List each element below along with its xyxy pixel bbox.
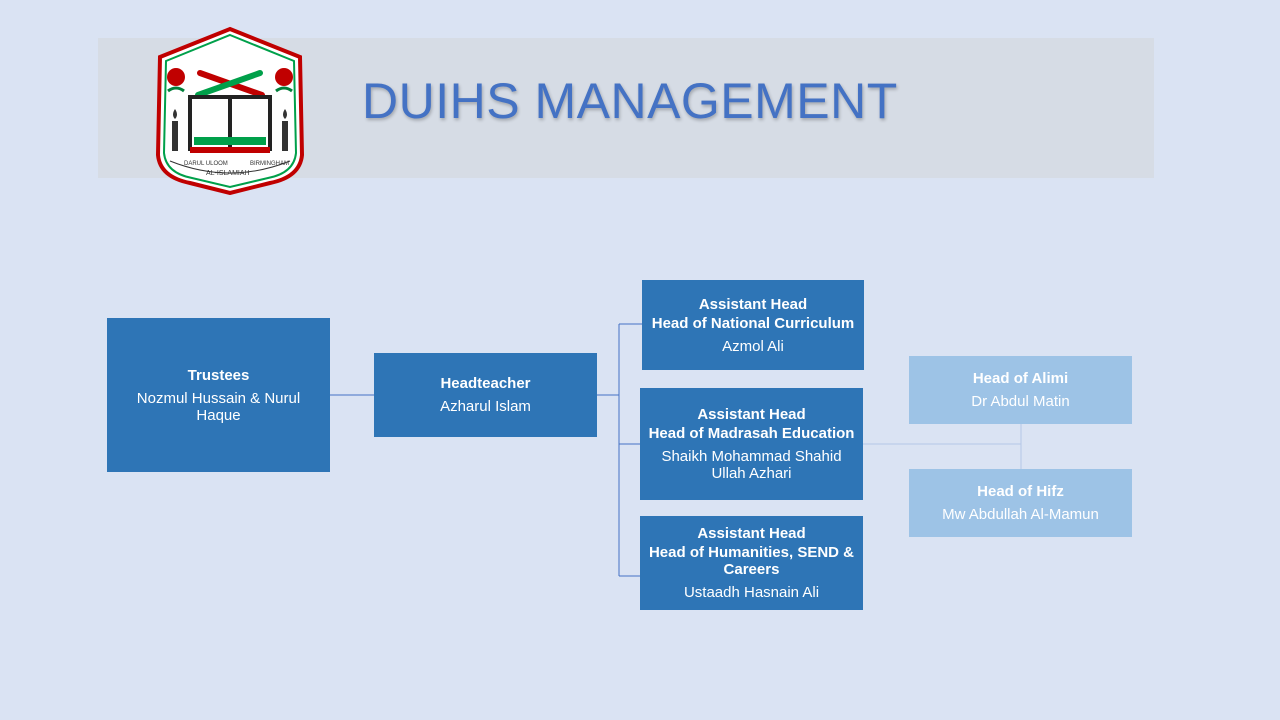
- assistant-1-name: Azmol Ali: [722, 337, 784, 355]
- trustees-box: Trustees Nozmul Hussain & Nurul Haque: [107, 318, 330, 472]
- alimi-name: Dr Abdul Matin: [971, 393, 1070, 410]
- assistant-2-role: Assistant Head: [697, 406, 806, 423]
- alimi-role: Head of Alimi: [972, 370, 1069, 387]
- assistant-1-title: Head of National Curriculum: [651, 314, 855, 332]
- assistant-3-title: Head of Humanities, SEND & Careers: [648, 544, 855, 578]
- trustees-role: Trustees: [187, 366, 250, 384]
- assistant-head-humanities-box: Assistant Head Head of Humanities, SEND …: [640, 516, 863, 610]
- headteacher-role: Headteacher: [440, 375, 531, 392]
- page-title: DUIHS MANAGEMENT: [362, 73, 898, 129]
- assistant-head-national-curriculum-box: Assistant Head Head of National Curricul…: [642, 280, 864, 370]
- logo-text-bottom: AL-ISLAMIAH: [206, 170, 250, 177]
- hifz-role: Head of Hifz: [977, 483, 1064, 500]
- trustees-name: Nozmul Hussain & Nurul Haque: [136, 389, 301, 424]
- logo-text-right: BIRMINGHAM: [250, 161, 289, 167]
- head-of-hifz-box: Head of Hifz Mw Abdullah Al-Mamun: [909, 469, 1132, 537]
- assistant-2-name: Shaikh Mohammad Shahid Ullah Azhari: [661, 448, 842, 482]
- assistant-1-role: Assistant Head: [698, 295, 808, 313]
- assistant-3-name: Ustaadh Hasnain Ali: [683, 584, 820, 601]
- hifz-name: Mw Abdullah Al-Mamun: [942, 506, 1099, 523]
- assistant-3-role: Assistant Head: [697, 525, 806, 542]
- school-crest-icon: DARUL ULOOM AL-ISLAMIAH BIRMINGHAM: [155, 26, 305, 195]
- headteacher-box: Headteacher Azharul Islam: [374, 353, 597, 437]
- assistant-2-title: Head of Madrasah Education: [648, 425, 855, 442]
- logo-text-left: DARUL ULOOM: [184, 161, 228, 167]
- head-of-alimi-box: Head of Alimi Dr Abdul Matin: [909, 356, 1132, 424]
- headteacher-name: Azharul Islam: [440, 398, 531, 415]
- assistant-head-madrasah-box: Assistant Head Head of Madrasah Educatio…: [640, 388, 863, 500]
